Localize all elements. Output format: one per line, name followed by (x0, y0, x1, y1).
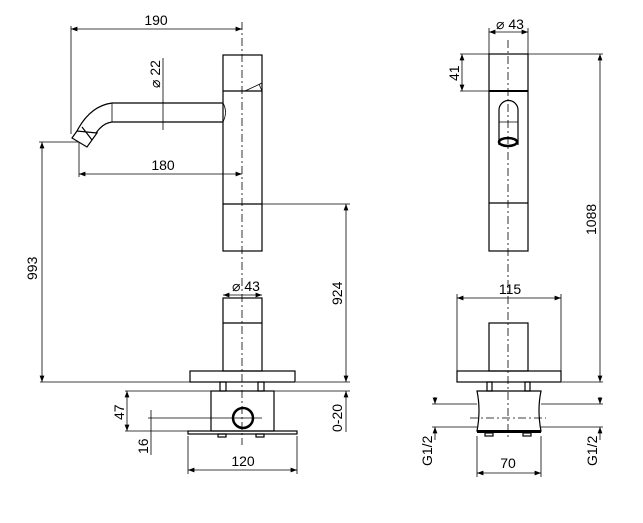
dim-47-label: 47 (111, 404, 127, 420)
faucet-body (488, 53, 529, 252)
dim-180-label: 180 (151, 157, 175, 173)
dim-43-label: ⌀ 43 (232, 278, 260, 294)
dim-0-20-label: 0-20 (329, 404, 345, 432)
spout (76, 102, 223, 134)
dim-16-label: 16 (135, 438, 151, 454)
leg (257, 381, 265, 392)
dim-43-label: ⌀ 43 (496, 16, 524, 32)
deck-plate (456, 370, 562, 383)
dim-1088-label: 1088 (583, 204, 599, 235)
foot (255, 433, 265, 438)
deck-plate (189, 370, 296, 383)
valve-body (210, 390, 275, 432)
valve-body (476, 390, 542, 432)
lower-stub (488, 322, 529, 372)
dim-924-label: 924 (329, 281, 345, 305)
dim-190-label: 190 (144, 12, 168, 28)
faucet-body (222, 54, 263, 252)
leg (486, 381, 493, 392)
base-plate (477, 430, 541, 433)
leg (219, 381, 227, 392)
spout-nozzle (71, 126, 99, 148)
dim-120-label: 120 (231, 453, 255, 469)
lever-joint (244, 82, 263, 92)
base-plate (187, 430, 298, 435)
dim-g12-right-label: G1/2 (584, 435, 600, 466)
aerator-ring (497, 136, 519, 148)
dim-70-label: 70 (500, 455, 516, 471)
spout-end (222, 102, 226, 123)
dim-41-label: 41 (446, 65, 462, 81)
side-view: 190 ⌀ 22 180 993 ⌀ 43 924 0-20 47 16 120 (24, 12, 350, 474)
leg (524, 381, 531, 392)
aerator-slot (498, 99, 519, 145)
lower-stub (222, 297, 263, 372)
dim-g12-left-label: G1/2 (419, 435, 435, 466)
dim-22-label: ⌀ 22 (147, 60, 163, 88)
foot (217, 433, 227, 438)
dim-115-label: 115 (499, 281, 522, 297)
foot (522, 432, 532, 437)
front-view: ⌀ 43 41 1088 115 G1/2 G1/2 70 (419, 16, 603, 477)
dim-993-label: 993 (24, 256, 40, 280)
foot (484, 432, 494, 437)
